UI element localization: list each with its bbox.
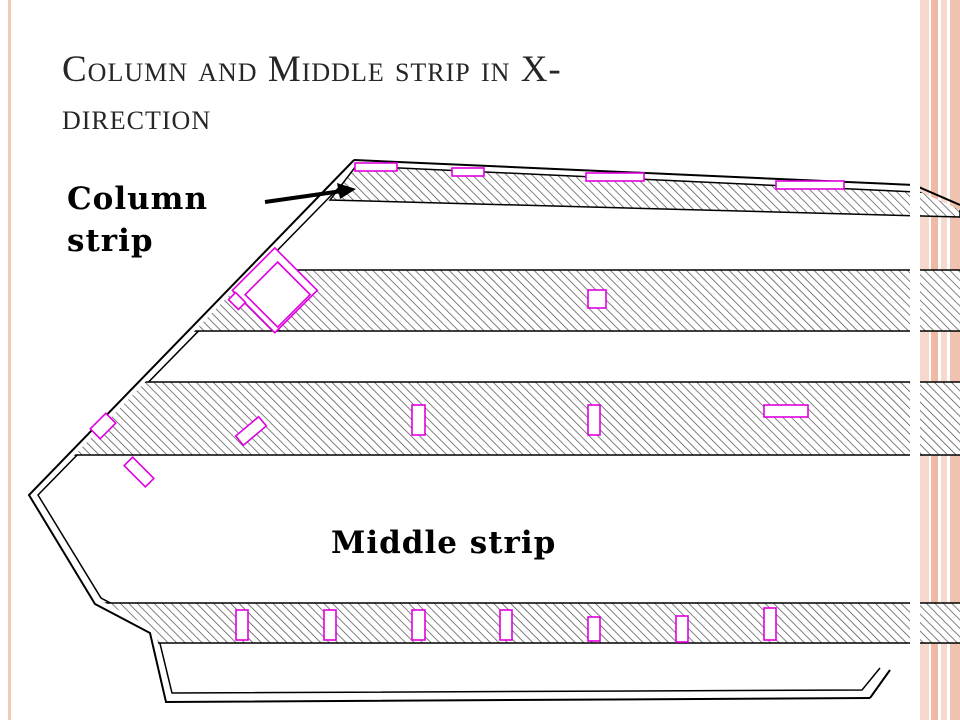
- opening: [323, 609, 337, 641]
- column-strip-bottom: [36, 602, 960, 644]
- opening: [587, 616, 601, 642]
- opening: [499, 609, 513, 641]
- middle-strip-label: Middle strip: [331, 525, 557, 561]
- opening: [675, 615, 689, 643]
- accent-bar: [941, 0, 947, 720]
- opening: [763, 607, 777, 641]
- column-strip-2: [36, 269, 960, 332]
- accent-bar: [931, 0, 938, 720]
- opening: [227, 291, 247, 311]
- opening: [775, 180, 845, 190]
- opening: [411, 404, 426, 436]
- page-title: Column and Middle strip in X-: [62, 49, 562, 90]
- accent-bar: [8, 0, 11, 720]
- opening-diamond-inner: [243, 260, 312, 329]
- opening: [89, 412, 117, 440]
- opening: [235, 609, 249, 641]
- opening: [763, 404, 809, 418]
- column-strip-label: Column strip: [67, 178, 208, 262]
- opening: [123, 456, 155, 488]
- opening: [585, 172, 645, 182]
- column-strip-label-line1: Column: [67, 181, 209, 217]
- page-title-continued: direction: [62, 97, 212, 138]
- column-strip-label-line2: strip: [67, 223, 154, 259]
- opening: [411, 609, 426, 641]
- opening: [451, 167, 485, 177]
- opening: [587, 404, 601, 436]
- opening: [354, 162, 398, 172]
- column-strip-3: [36, 381, 960, 456]
- accent-bar: [919, 0, 929, 720]
- opening: [587, 289, 607, 309]
- column-strip-arrow: [264, 183, 356, 204]
- accent-bar: [950, 0, 960, 720]
- margin-mask: [910, 0, 920, 720]
- opening: [234, 415, 268, 447]
- openings: [89, 162, 845, 643]
